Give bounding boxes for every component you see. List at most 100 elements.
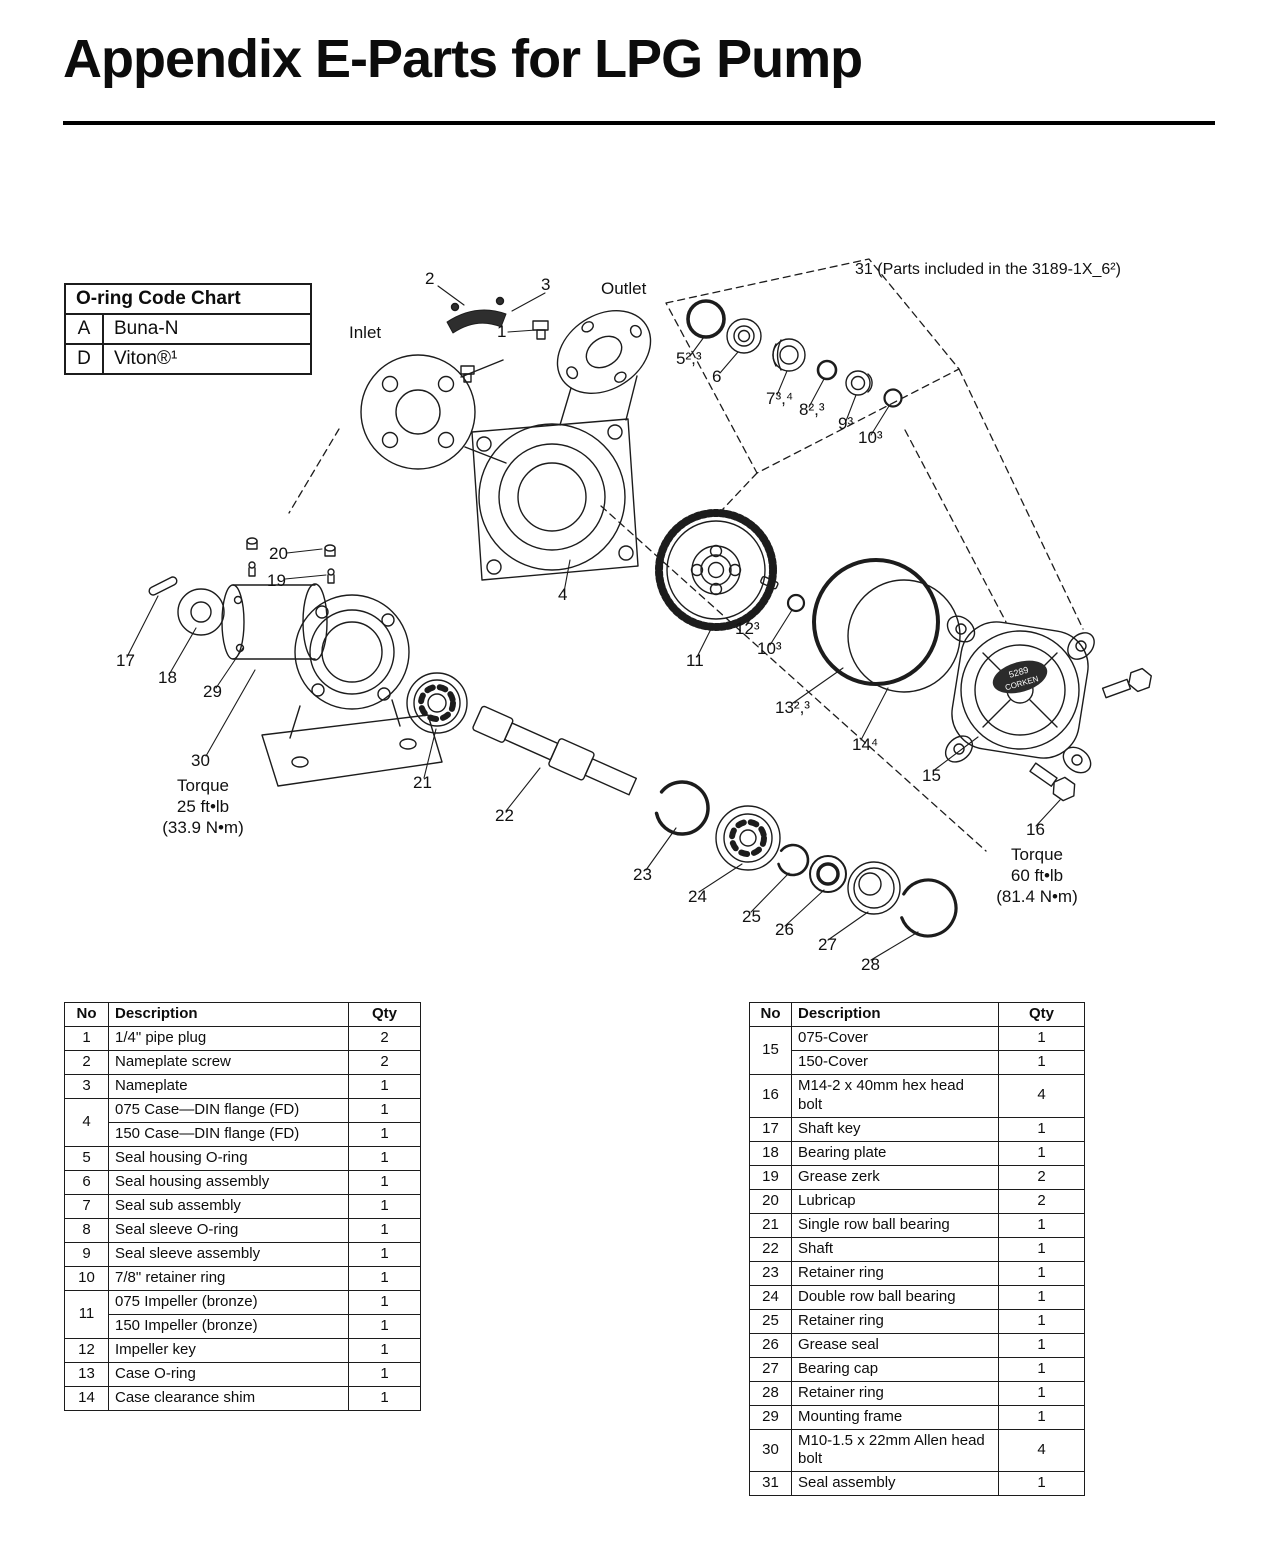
cover-lugs (944, 615, 1095, 774)
part-qty-cell: 1 (348, 1290, 421, 1315)
part-description-cell: Double row ball bearing (791, 1284, 999, 1310)
outlet-label: Outlet (601, 279, 647, 298)
part-description-cell: Lubricap (791, 1188, 999, 1214)
callout-14: 14⁴ (852, 735, 878, 754)
exploded-parts-diagram: 5289 CORKEN (116, 258, 1152, 974)
part-qty-cell: 1 (348, 1242, 421, 1267)
part-qty-cell: 4 (998, 1428, 1085, 1472)
callout-10a: 10³ (858, 428, 883, 447)
part-number-cell: 9 (64, 1242, 109, 1267)
part-qty-cell: 1 (998, 1026, 1085, 1051)
part-qty-cell: 2 (998, 1164, 1085, 1190)
part-number-cell: 25 (749, 1308, 792, 1334)
part-description-cell: Bearing plate (791, 1140, 999, 1166)
part-number-cell: 28 (749, 1380, 792, 1406)
part-qty-cell: 1 (998, 1050, 1085, 1075)
part-number-cell: 30 (749, 1428, 792, 1472)
part-number-cell: 7 (64, 1194, 109, 1219)
part-qty-cell: 1 (998, 1471, 1085, 1496)
torque-25-line3: (33.9 N•m) (162, 818, 244, 837)
part-number-cell: 19 (749, 1164, 792, 1190)
part-qty-cell: 1 (348, 1098, 421, 1123)
part-qty-cell: 1 (998, 1212, 1085, 1238)
retainer-ring-drawing (654, 780, 710, 836)
oring-material-cell: Viton®¹ (102, 343, 312, 375)
part-number-cell: 1 (64, 1026, 109, 1051)
oring-material-cell: Buna-N (102, 313, 312, 345)
small-oring-drawing (786, 593, 806, 613)
callout-30: 30 (191, 751, 210, 770)
part-qty-cell: 1 (348, 1218, 421, 1243)
part-description-cell: Retainer ring (791, 1260, 999, 1286)
part-number-cell: 4 (64, 1098, 109, 1147)
table-row: 150 Impeller (bronze)1 (65, 1314, 421, 1339)
table-row: O-ring Code Chart (64, 283, 312, 315)
mounting-frame-drawing (221, 583, 443, 787)
part-description-cell: Seal assembly (791, 1471, 999, 1496)
callout-3: 3 (541, 275, 550, 294)
callout-21: 21 (413, 773, 432, 792)
part-number-cell: 11 (64, 1290, 109, 1339)
part-description-cell: Bearing cap (791, 1356, 999, 1382)
part-number-cell: 21 (749, 1212, 792, 1238)
part-qty-cell: 1 (998, 1140, 1085, 1166)
part-number-cell: 13 (64, 1362, 109, 1387)
table-row: 150 Case—DIN flange (FD)1 (65, 1122, 421, 1147)
part-qty-cell: 1 (348, 1314, 421, 1339)
callout-17: 17 (116, 651, 135, 670)
part-number-cell: 24 (749, 1284, 792, 1310)
column-header-qty: Qty (348, 1002, 421, 1027)
part-description-cell: 1/4" pipe plug (108, 1026, 349, 1051)
callout-19: 19 (267, 571, 286, 590)
part-description-cell: Mounting frame (791, 1404, 999, 1430)
column-header-desc: Description (791, 1002, 999, 1027)
bearing-plate-drawing (177, 588, 225, 636)
part-description-cell: Seal housing assembly (108, 1170, 349, 1195)
part-description-cell: Retainer ring (791, 1308, 999, 1334)
callout-18: 18 (158, 668, 177, 687)
callout-27: 27 (818, 935, 837, 954)
callout-2: 2 (425, 269, 434, 288)
part-number-cell: 16 (749, 1074, 792, 1118)
nameplate-screw-drawing (450, 302, 460, 312)
part-description-cell: Grease zerk (791, 1164, 999, 1190)
part-description-cell: Case clearance shim (108, 1386, 349, 1411)
part-qty-cell: 1 (348, 1338, 421, 1363)
part-qty-cell: 1 (348, 1362, 421, 1387)
retainer-ring-drawing (776, 843, 810, 877)
callout-24: 24 (688, 887, 707, 906)
oring-code-cell: D (64, 343, 104, 375)
cover-drawing: 5289 CORKEN (944, 615, 1095, 774)
part-number-cell: 31 (749, 1471, 792, 1496)
callout-11: 11 (686, 651, 704, 670)
part-description-cell: Single row ball bearing (791, 1212, 999, 1238)
shaft-drawing (472, 705, 638, 796)
case-oring-drawing (812, 558, 940, 686)
callout-26: 26 (775, 920, 794, 939)
part-description-cell: Nameplate screw (108, 1050, 349, 1075)
torque-note-25: Torque 25 ft•lb (33.9 N•m) (162, 776, 244, 837)
note-parts-included: 31 (Parts included in the 3189-1X_6²) (855, 261, 1121, 278)
double-row-bearing-drawing (715, 805, 781, 871)
part-qty-cell: 1 (998, 1308, 1085, 1334)
part-qty-cell: 4 (998, 1074, 1085, 1118)
part-qty-cell: 1 (348, 1146, 421, 1171)
part-description-cell: Nameplate (108, 1074, 349, 1099)
callout-13: 13²,³ (775, 698, 810, 717)
part-description-cell: 150-Cover (791, 1050, 999, 1075)
callout-20: 20 (269, 544, 288, 563)
part-number-cell: 23 (749, 1260, 792, 1286)
part-description-cell: 075 Impeller (bronze) (108, 1290, 349, 1315)
part-qty-cell: 2 (348, 1050, 421, 1075)
callout-25: 25 (742, 907, 761, 926)
